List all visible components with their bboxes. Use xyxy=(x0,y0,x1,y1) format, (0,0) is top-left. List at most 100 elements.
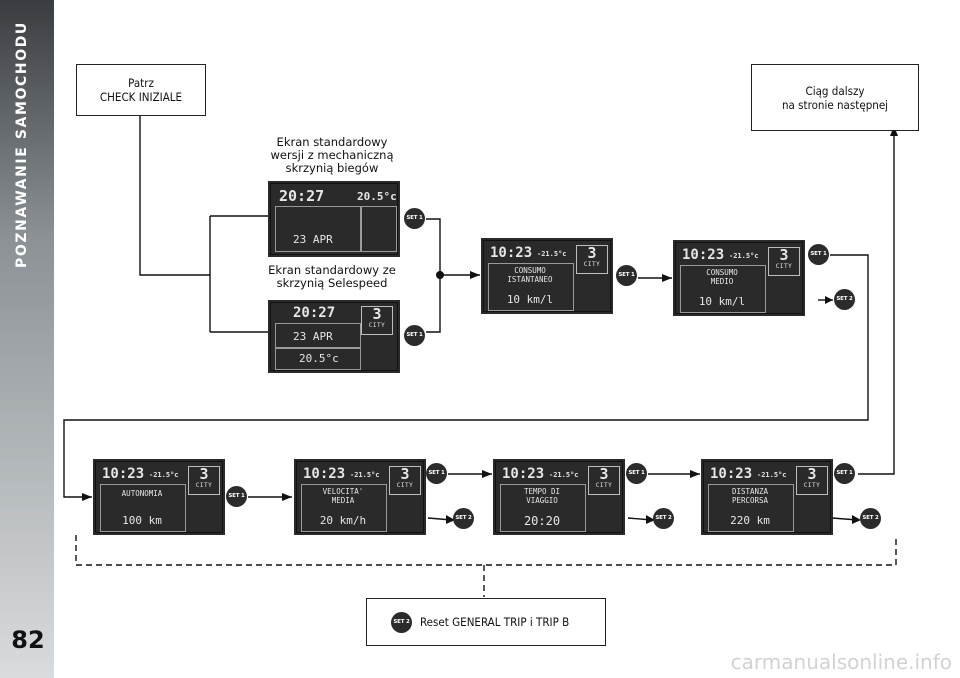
caption-mechanical: Ekran standardowy wersji z mechaniczną s… xyxy=(262,136,402,175)
display-frame xyxy=(361,206,397,252)
watermark: carmanualsonline.info xyxy=(730,650,952,674)
standard-display-mechanical: 20:27 20.5°c 23 APR xyxy=(268,181,400,257)
gear-indicator: 3 CITY xyxy=(576,245,608,274)
gear-indicator: 3 CITY xyxy=(796,466,828,495)
display-frame xyxy=(500,484,586,532)
screen-label: CONSUMO MEDIO xyxy=(680,268,764,286)
gear-number: 3 xyxy=(779,246,789,264)
set2-button: SET 2 xyxy=(860,508,881,529)
gear-indicator: 3 CITY xyxy=(588,466,620,495)
gear-indicator: 3 CITY xyxy=(389,466,421,495)
clock: 10:23 xyxy=(710,466,753,482)
sidebar: POZNAWANIE SAMOCHODU 82 xyxy=(0,0,54,678)
set2-button: SET 2 xyxy=(653,508,674,529)
clock: 10:23 xyxy=(682,247,725,263)
reset-box: SET 2 Reset GENERAL TRIP i TRIP B xyxy=(366,598,606,646)
label-line-1: VELOCITA' xyxy=(322,487,364,496)
gear-number: 3 xyxy=(199,465,209,483)
display-frame xyxy=(275,347,361,370)
label-line-2: MEDIO xyxy=(710,277,734,286)
screen-value: 220 km xyxy=(730,514,770,527)
label-line-1: CONSUMO xyxy=(514,266,546,275)
temperature: 20.5°c xyxy=(299,352,339,365)
set1-button: SET 1 xyxy=(426,463,447,484)
label-line-2: ISTANTANEO xyxy=(507,275,553,284)
screen-consumo-istantaneo: 10:23 -21.5°c 3 CITY CONSUMO ISTANTANEO … xyxy=(481,238,613,314)
display-frame xyxy=(488,263,574,311)
screen-value: 10 km/l xyxy=(698,295,746,308)
check-line-2: CHECK INIZIALE xyxy=(99,90,183,104)
page-number: 82 xyxy=(11,626,45,654)
check-line-1: Patrz xyxy=(128,76,154,90)
label-line-1: TEMPO DI xyxy=(523,487,561,496)
clock: 20:27 xyxy=(293,305,336,321)
temperature: -21.5°c xyxy=(757,471,787,479)
set1-button: SET 1 xyxy=(616,265,637,286)
drive-mode: CITY xyxy=(583,261,601,268)
clock: 20:27 xyxy=(279,187,325,205)
date: 23 APR xyxy=(293,330,333,343)
label-line-1: DISTANZA xyxy=(731,487,769,496)
date: 23 APR xyxy=(293,233,333,246)
set1-button: SET 1 xyxy=(626,463,647,484)
drive-mode: CITY xyxy=(595,482,613,489)
set1-button: SET 1 xyxy=(404,325,425,346)
screen-autonomia: 10:23 -21.5°c 3 CITY AUTONOMIA 100 km xyxy=(93,459,225,535)
label-line-2: MEDIA xyxy=(331,496,355,505)
screen-label: CONSUMO ISTANTANEO xyxy=(488,266,572,284)
screen-value: 20:20 xyxy=(523,514,561,528)
gear-number: 3 xyxy=(400,465,410,483)
temperature: -21.5°c xyxy=(729,252,759,260)
caption-line: wersji z mechaniczną xyxy=(270,148,394,162)
temperature: -21.5°c xyxy=(549,471,579,479)
drive-mode: CITY xyxy=(368,322,386,329)
clock: 10:23 xyxy=(490,245,533,261)
screen-label: DISTANZA PERCORSA xyxy=(708,487,792,505)
display-frame xyxy=(301,484,387,532)
screen-label: VELOCITA' MEDIA xyxy=(301,487,385,505)
continued-line-2: na stronie następnej xyxy=(781,97,889,112)
set1-button: SET 1 xyxy=(808,244,829,265)
display-frame xyxy=(275,323,361,349)
screen-value: 10 km/l xyxy=(506,293,554,306)
screen-tempo-di-viaggio: 10:23 -21.5°c 3 CITY TEMPO DI VIAGGIO 20… xyxy=(493,459,625,535)
gear-indicator: 3 CITY xyxy=(188,466,220,495)
screen-velocita-media: 10:23 -21.5°c 3 CITY VELOCITA' MEDIA 20 … xyxy=(294,459,426,535)
label-line-2: PERCORSA xyxy=(731,496,769,505)
gear-indicator: 3 CITY xyxy=(768,247,800,276)
display-frame xyxy=(708,484,794,532)
caption-selespeed: Ekran standardowy ze skrzynią Selespeed xyxy=(262,264,402,290)
temperature: -21.5°c xyxy=(350,471,380,479)
label-line-2: VIAGGIO xyxy=(526,496,558,505)
set2-button: SET 2 xyxy=(453,508,474,529)
clock: 10:23 xyxy=(303,466,346,482)
set2-icon: SET 2 xyxy=(391,611,412,633)
set2-button: SET 2 xyxy=(834,289,855,310)
temperature: -21.5°c xyxy=(537,250,567,258)
screen-value: 100 km xyxy=(122,514,162,527)
temperature: 20.5°c xyxy=(357,190,397,203)
screen-value: 20 km/h xyxy=(319,514,367,527)
gear-number: 3 xyxy=(599,465,609,483)
caption-line: skrzynią biegów xyxy=(285,161,379,175)
label-line-1: CONSUMO xyxy=(706,268,738,277)
reset-label: Reset GENERAL TRIP i TRIP B xyxy=(420,615,570,629)
check-iniziale-box: Patrz CHECK INIZIALE xyxy=(76,64,206,116)
gear-number: 3 xyxy=(587,244,597,262)
display-frame xyxy=(100,484,186,532)
drive-mode: CITY xyxy=(775,263,793,270)
clock: 10:23 xyxy=(102,466,145,482)
clock: 10:23 xyxy=(502,466,545,482)
drive-mode: CITY xyxy=(396,482,414,489)
continued-box: Ciąg dalszy na stronie następnej xyxy=(751,64,919,131)
screen-distanza-percorsa: 10:23 -21.5°c 3 CITY DISTANZA PERCORSA 2… xyxy=(701,459,833,535)
standard-display-selespeed: 20:27 3 CITY 23 APR 20.5°c xyxy=(268,300,400,373)
set1-button: SET 1 xyxy=(404,208,425,229)
continued-line-1: Ciąg dalszy xyxy=(805,83,865,98)
display-frame xyxy=(680,265,766,313)
screen-consumo-medio: 10:23 -21.5°c 3 CITY CONSUMO MEDIO 10 km… xyxy=(673,240,805,316)
set1-button: SET 1 xyxy=(226,486,247,507)
drive-mode: CITY xyxy=(195,482,213,489)
caption-line: Ekran standardowy xyxy=(276,135,388,149)
